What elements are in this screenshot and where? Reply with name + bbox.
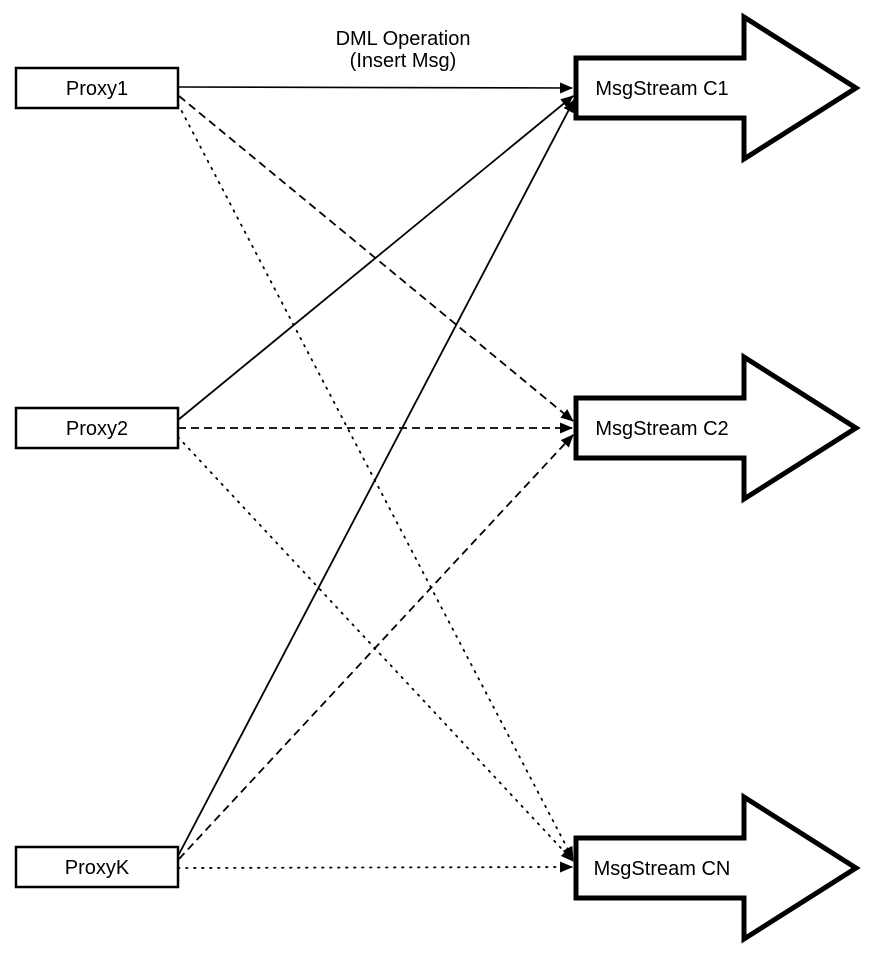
msgstream-c2-shape: [573, 352, 861, 504]
edge-proxyk-c1-solid: [177, 99, 575, 857]
proxyk-label: ProxyK: [65, 857, 130, 879]
proxy1-label: Proxy1: [66, 78, 128, 100]
proxy1-node: Proxy1: [14, 66, 180, 110]
edge-proxy1-c2-dashed: [178, 95, 574, 422]
edge-proxyk-c2-dashed: [178, 434, 574, 860]
msgstream-c1-arrow: MsgStream C1: [573, 12, 861, 164]
proxy2-label: Proxy2: [66, 418, 128, 440]
edge-proxyk-cn-dotted: [177, 861, 573, 873]
msgstream-cn-arrow: MsgStream CN: [573, 792, 861, 944]
diagram-title: DML Operation (Insert Msg): [336, 28, 471, 72]
edge-proxy2-cn-dotted: [177, 436, 574, 862]
proxy-nodes: Proxy1 Proxy2 ProxyK: [14, 66, 180, 889]
proxyk-node: ProxyK: [14, 845, 180, 889]
edges: [177, 82, 575, 873]
msgstream-c1-shape: [573, 12, 861, 164]
proxy1-box: [14, 66, 180, 110]
proxyk-box: [14, 845, 180, 889]
edge-proxy1-c1-solid: [177, 82, 573, 94]
msgstream-c1-label: MsgStream C1: [595, 78, 728, 100]
title-line-1: DML Operation: [336, 28, 471, 50]
msgstream-cn-shape: [573, 792, 861, 944]
title-line-2: (Insert Msg): [350, 50, 457, 72]
msgstream-cn-label: MsgStream CN: [594, 858, 731, 880]
msgstream-c2-label: MsgStream C2: [595, 418, 728, 440]
proxy2-box: [14, 406, 180, 450]
edge-proxy1-cn-dotted: [177, 103, 574, 860]
msgstream-c2-arrow: MsgStream C2: [573, 352, 861, 504]
proxy2-node: Proxy2: [14, 406, 180, 450]
stream-arrows: MsgStream C1 MsgStream C2 MsgStream CN: [573, 12, 861, 944]
